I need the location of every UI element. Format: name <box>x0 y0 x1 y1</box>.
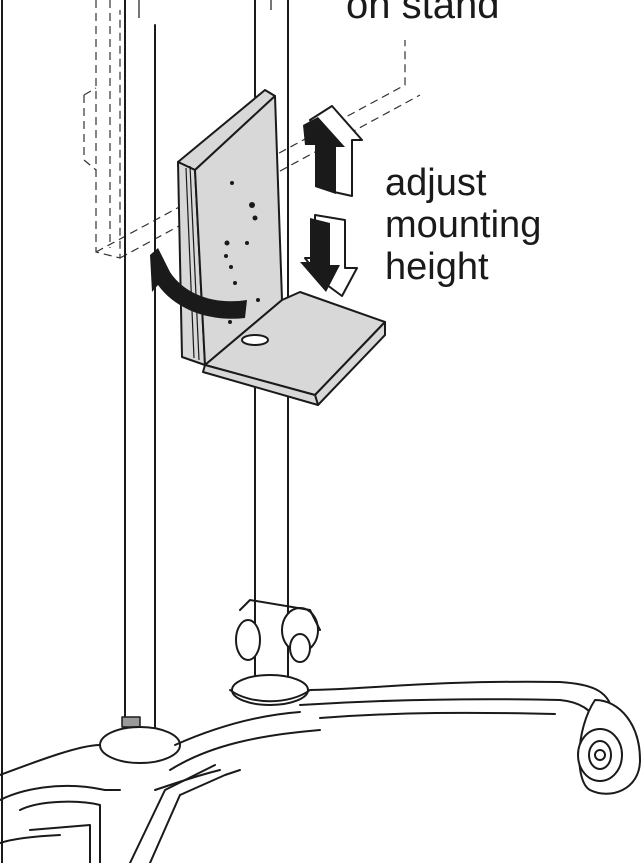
mount-hole <box>233 281 237 285</box>
stand-base <box>0 674 613 863</box>
label-line-1: adjust <box>385 162 487 204</box>
mount-hole <box>256 298 260 302</box>
adjust-height-label: adjust mounting height <box>385 162 541 288</box>
mount-hole <box>229 265 233 269</box>
label-line-3: height <box>385 246 489 288</box>
pole-label-plate <box>121 716 141 728</box>
rotate-arrow-icon <box>150 248 247 319</box>
back-pole <box>121 0 156 736</box>
mount-hole <box>230 181 234 185</box>
caster-back <box>235 599 321 663</box>
caster-front-right <box>577 699 641 795</box>
mount-hole <box>224 240 230 246</box>
mount-hole <box>228 320 232 324</box>
mount-hole <box>249 202 255 208</box>
label-line-2: mounting <box>385 204 541 246</box>
mounting-bracket <box>177 89 386 406</box>
shelf-slot <box>241 334 269 346</box>
mount-hole <box>224 254 228 258</box>
up-arrow-icon <box>303 105 363 197</box>
down-arrow-icon <box>300 214 358 297</box>
mount-hole <box>252 215 258 221</box>
top-partial-label: on stand <box>346 0 499 27</box>
mount-hole <box>245 241 249 245</box>
